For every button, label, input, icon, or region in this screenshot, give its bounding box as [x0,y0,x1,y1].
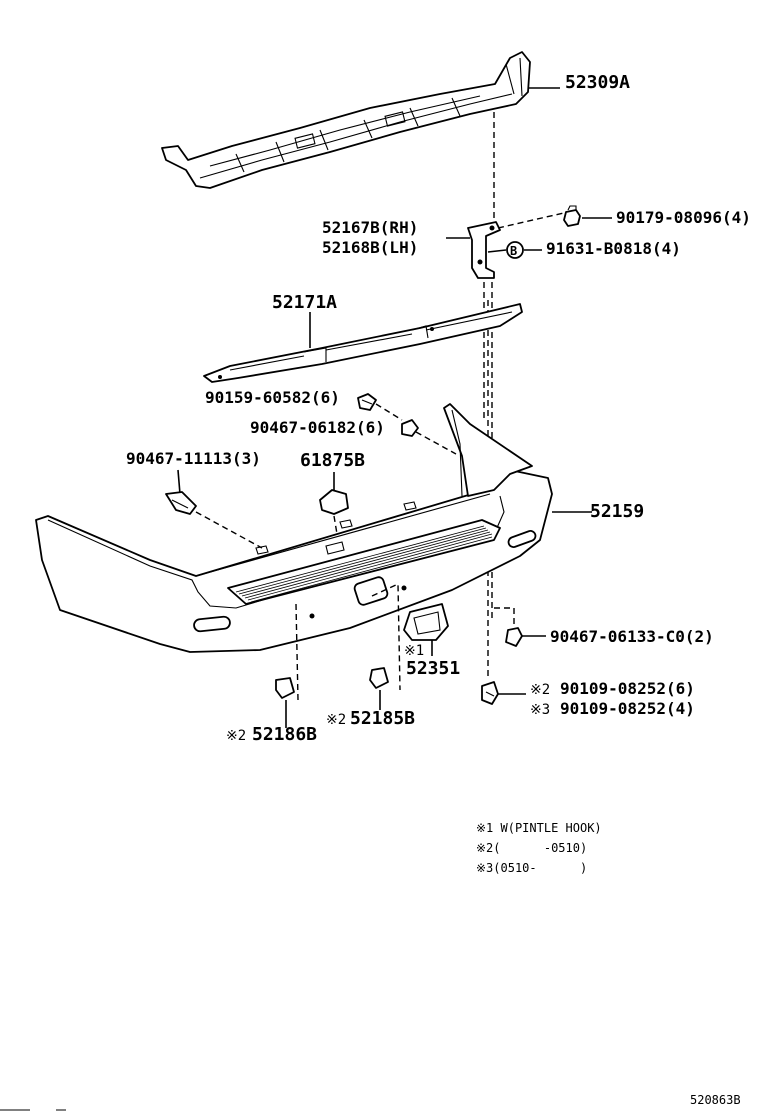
part-label-90179-08096: 90179-08096(4) [616,208,751,227]
diagram-code: 520863B [690,1093,741,1107]
part-label-52171A: 52171A [272,292,337,313]
part-label-90467-06133-C0: 90467-06133-C0(2) [550,627,714,646]
mark-2-90109: ※2 [530,682,550,698]
note-1: ※1 W(PINTLE HOOK) [476,821,602,835]
part-label-52159: 52159 [590,501,644,522]
reinforcement-panel-52309A [161,51,531,189]
circle-b-letter: B [510,244,517,258]
mark-2-52186B: ※2 [226,728,246,744]
note-2: ※2( -0510) [476,841,587,855]
clip-90467-11113 [165,491,197,515]
cap-61875B [319,489,349,515]
part-label-52167B-rh: 52167B(RH) [322,218,418,237]
mark-1-52351: ※1 [404,643,424,659]
note-3: ※3(0510- ) [476,861,587,875]
mark-3-90109: ※3 [530,702,550,718]
part-label-52309A: 52309A [565,72,630,93]
mark-2-52185B: ※2 [326,712,346,728]
part-label-61875B: 61875B [300,450,365,471]
part-label-90109-08252-b: 90109-08252(4) [560,699,695,718]
part-label-90467-06182: 90467-06182(6) [250,418,385,437]
part-label-52185B: 52185B [350,708,415,729]
bolt-90109-08252 [481,681,499,705]
step-pad-52171A [203,303,523,383]
bracket-52167B-52168B [467,221,501,279]
part-label-52168B-lh: 52168B(LH) [322,238,418,257]
screw-90159-60582 [357,393,377,411]
part-label-90109-08252-a: 90109-08252(6) [560,679,695,698]
part-label-52351: 52351 [406,658,460,679]
rear-bumper-cover-52159 [35,403,553,653]
circle-b-icon [506,241,524,259]
clip-90467-06182 [401,419,419,437]
part-label-91631-B0818: 91631-B0818(4) [546,239,681,258]
nut-90179-08096 [563,205,581,227]
part-label-90159-60582: 90159-60582(6) [205,388,340,407]
clip-90467-06133 [505,627,523,647]
hitch-cover-52351 [403,603,449,641]
bracket-52185B [369,667,389,689]
part-label-90467-11113: 90467-11113(3) [126,449,261,468]
bracket-52186B [275,677,295,699]
part-label-52186B: 52186B [252,724,317,745]
